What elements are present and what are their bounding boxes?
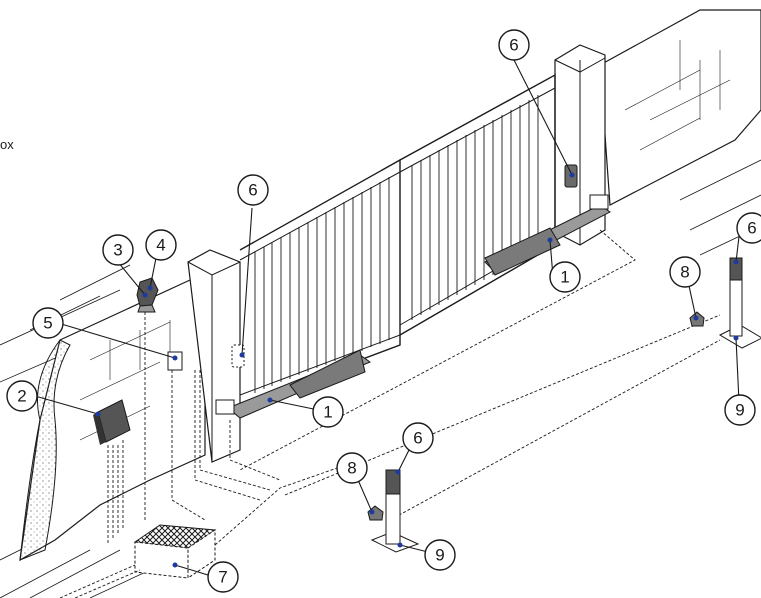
callout-8-right: 8 — [669, 256, 701, 288]
svg-text:1: 1 — [560, 268, 569, 287]
mechanical-stop-front — [367, 505, 384, 521]
left-pillar-photocell — [231, 344, 245, 368]
callout-1-right: 1 — [549, 261, 581, 293]
svg-text:9: 9 — [435, 546, 444, 565]
svg-text:5: 5 — [43, 314, 52, 333]
callout-1-left: 1 — [312, 396, 344, 428]
callout-3: 3 — [102, 234, 134, 266]
callout-6-right-post: 6 — [736, 212, 761, 244]
svg-text:6: 6 — [248, 181, 257, 200]
control-unit — [93, 399, 131, 445]
svg-text:2: 2 — [17, 387, 26, 406]
svg-text:9: 9 — [735, 401, 744, 420]
marker-dots — [95, 172, 739, 568]
callout-8-front: 8 — [336, 452, 368, 484]
callout-9-front: 9 — [424, 539, 456, 571]
callout-4: 4 — [145, 229, 177, 261]
key-selector — [167, 351, 183, 371]
left-gate-bars — [254, 177, 390, 393]
svg-text:7: 7 — [218, 568, 227, 587]
flashing-light-antenna — [136, 277, 159, 313]
svg-text:4: 4 — [156, 236, 165, 255]
junction-box — [133, 524, 217, 579]
right-wall — [599, 9, 761, 206]
right-gate-leaf — [399, 73, 556, 336]
callout-6-front-post: 6 — [402, 422, 434, 454]
right-gate-operator — [484, 194, 611, 276]
svg-text:8: 8 — [680, 263, 689, 282]
cropped-edge-text: ox — [0, 137, 14, 152]
svg-text:6: 6 — [509, 36, 518, 55]
callout-6-left-pillar: 6 — [237, 174, 269, 206]
svg-text:8: 8 — [347, 459, 356, 478]
right-gate-bars — [411, 95, 539, 320]
svg-text:1: 1 — [323, 403, 332, 422]
svg-text:3: 3 — [113, 241, 122, 260]
callout-6-right-pillar: 6 — [498, 29, 530, 61]
callout-9-right: 9 — [724, 394, 756, 426]
callouts: 1 1 2 3 4 5 6 6 6 6 7 8 8 9 9 — [6, 29, 761, 593]
svg-text:6: 6 — [413, 429, 422, 448]
svg-text:6: 6 — [747, 219, 756, 238]
callout-2: 2 — [6, 380, 38, 412]
front-photocell-post — [370, 469, 420, 553]
callout-5: 5 — [32, 307, 64, 339]
right-photocell-post — [718, 257, 761, 349]
callout-7: 7 — [207, 561, 239, 593]
left-gate-operator — [215, 349, 372, 419]
cable-runs — [59, 229, 721, 598]
